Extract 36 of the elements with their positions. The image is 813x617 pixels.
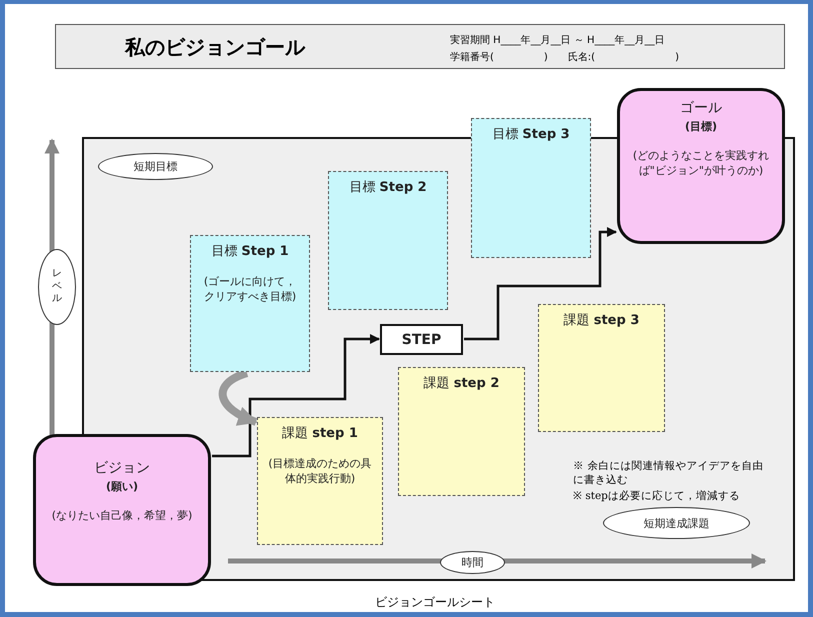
task-step-box	[398, 367, 525, 496]
box-heading: 課題 step 3	[564, 312, 640, 329]
goal-step-box	[190, 235, 310, 372]
box-heading: 目標 Step 3	[492, 126, 570, 143]
label: 短期達成課題	[644, 516, 710, 530]
box-note: (目標達成のための具体的実践行動)	[267, 456, 373, 486]
step-box	[380, 324, 463, 355]
box-note: (なりたい自己像，希望，夢)	[52, 508, 192, 523]
label: レベル	[52, 268, 62, 306]
box-note: (ゴールに向けて，クリアすべき目標)	[202, 274, 298, 304]
label: STEP	[402, 332, 442, 348]
caption: ビジョンゴールシート	[375, 594, 495, 611]
box-heading: ビジョン	[94, 459, 150, 477]
box-note: (目標)	[684, 119, 718, 134]
form-field-line: 実習期間 H____年__月__日 ～ H____年__月__日	[450, 34, 665, 47]
box-note: (願い)	[106, 479, 138, 494]
box-heading: 課題 step 1	[282, 425, 358, 442]
arrow	[212, 334, 380, 458]
note: ※ stepは必要に応じて，増減する	[573, 489, 740, 503]
arrow	[464, 227, 617, 340]
title: 私のビジョンゴール	[125, 34, 305, 61]
task-step-box	[257, 417, 383, 545]
label: 時間	[462, 555, 484, 570]
box-heading: 課題 step 2	[424, 375, 500, 392]
task-step-box	[538, 304, 665, 432]
box-heading: 目標 Step 1	[211, 243, 289, 260]
vision-box	[33, 434, 211, 586]
form-field-line: 学籍番号( ) 氏名:( )	[450, 50, 679, 64]
goal-box	[617, 88, 785, 244]
note: ※ 余白には関連情報やアイデアを自由に書き込む	[573, 459, 764, 487]
box-note: (どのようなことを実践すれば"ビジョン"が叶うのか)	[632, 148, 770, 178]
goal-step-box	[328, 171, 448, 310]
label: 短期目標	[134, 159, 178, 174]
goal-step-box	[471, 118, 591, 258]
box-heading: ゴール	[680, 99, 722, 117]
box-heading: 目標 Step 2	[349, 179, 427, 196]
